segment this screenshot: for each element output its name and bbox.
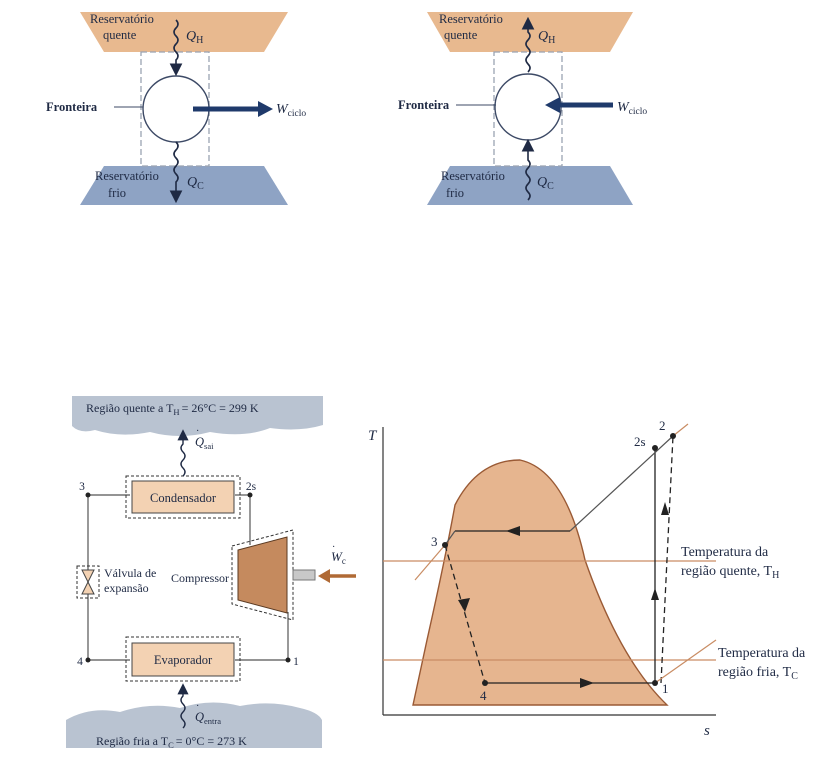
q-out-dot: ·	[196, 426, 199, 437]
y-axis-label: T	[368, 428, 378, 444]
evaporator-boundary	[125, 636, 241, 682]
system-boundary	[493, 51, 563, 167]
hot-reservoir-label-2: quente	[444, 28, 478, 42]
hot-reservoir-label: Reservatório	[90, 12, 154, 26]
valve-label: Válvula de	[104, 566, 156, 580]
state-2-point	[670, 433, 676, 439]
state-2s-label: 2s	[634, 434, 646, 449]
actual-1-2	[660, 435, 674, 684]
throttling-line	[444, 544, 486, 684]
work-arrow-head	[258, 101, 273, 117]
state-1-point	[285, 657, 291, 663]
desuperheat-line	[569, 435, 674, 532]
state-3-point	[442, 542, 448, 548]
qc-label: QC	[537, 175, 554, 192]
arrow-condensation	[506, 526, 520, 536]
state-3-label: 3	[431, 534, 438, 549]
qh-arrow	[169, 19, 183, 77]
state-3-point	[85, 492, 91, 498]
hot-temp-label: Temperatura da	[681, 545, 769, 560]
state-4-label: 4	[480, 688, 487, 703]
arrow-evaporation	[580, 678, 594, 688]
cold-temp-label: Temperatura da	[718, 646, 806, 661]
valve-label-2: expansão	[104, 581, 149, 595]
compressor-label: Compressor	[171, 571, 229, 585]
state-1-label: 1	[293, 656, 299, 668]
work-label: Wciclo	[276, 102, 306, 119]
hot-temp-label-2: região quente, TH	[681, 564, 779, 581]
state-2s-label: 2s	[246, 481, 257, 493]
arrow-throttling	[458, 598, 470, 612]
cold-reservoir	[80, 166, 288, 205]
cold-region	[66, 702, 322, 748]
expansion-valve	[81, 569, 95, 595]
state-4-point	[482, 680, 488, 686]
hot-isotherm-tail	[414, 544, 446, 581]
condenser-label: Condensador	[150, 491, 217, 505]
cold-region-label: Região fria a TC= 0°C = 273 K	[96, 734, 247, 750]
cold-reservoir-label-2: frio	[446, 186, 464, 200]
hot-reservoir	[80, 12, 288, 52]
qh-arrow	[521, 16, 535, 73]
wc-arrow-head	[318, 569, 330, 583]
cold-isotherm-tail	[654, 639, 717, 684]
work-arrow-head	[545, 97, 560, 113]
hot-region-label: Região quente a TH= 26°C = 299 K	[86, 401, 259, 417]
refrigeration-schematic: Região quente a TH= 26°C = 299 K Região …	[66, 396, 356, 750]
q-in-dot: ·	[196, 701, 199, 712]
q-in-arrow	[177, 683, 189, 729]
wc-label: Wc	[331, 549, 346, 566]
ts-diagram: T s 1 2 2s 3 4 Temperatura da regi	[368, 418, 806, 739]
cold-temp-label-2: região fria, TC	[718, 665, 798, 682]
q-out-arrow	[177, 429, 189, 477]
hot-reservoir	[427, 12, 633, 52]
boundary-label: Fronteira	[46, 100, 98, 114]
hot-region	[72, 396, 323, 436]
heat-engine-diagram: Reservatório quente QH Reservatório frio…	[36, 2, 318, 216]
cold-reservoir	[427, 166, 633, 205]
compressor-shaft	[292, 569, 316, 581]
qh-label: QH	[538, 29, 555, 46]
state-4-point	[85, 657, 91, 663]
boundary-label: Fronteira	[398, 98, 450, 112]
arrow-1-2s	[651, 588, 659, 600]
x-axis-label: s	[704, 723, 710, 739]
cold-reservoir-label: Reservatório	[95, 169, 159, 183]
qh-label: QH	[186, 29, 203, 46]
evaporator-label: Evaporador	[154, 653, 213, 667]
q-in-label: Qentra	[195, 710, 221, 726]
compressor-boundary	[231, 529, 294, 621]
cold-reservoir-label-2: frio	[108, 186, 126, 200]
qc-arrow	[521, 138, 535, 201]
hot-reservoir-label-2: quente	[103, 28, 137, 42]
qc-arrow	[169, 141, 183, 204]
evaporator	[131, 642, 235, 677]
state-3-label: 3	[79, 481, 85, 493]
arrow-1-2	[661, 502, 669, 515]
qc-label: QC	[187, 175, 204, 192]
state-2s-point	[652, 445, 658, 451]
state-4-label: 4	[77, 656, 83, 668]
state-2s-point	[247, 492, 253, 498]
compressor	[237, 536, 288, 614]
state-2-label: 2	[659, 418, 666, 433]
state-1-label: 1	[662, 681, 669, 696]
hot-isotherm-end	[672, 423, 689, 437]
state-1-point	[652, 680, 658, 686]
saturation-dome	[412, 459, 669, 706]
work-label: Wciclo	[617, 100, 647, 117]
condenser	[131, 480, 235, 514]
cold-reservoir-label: Reservatório	[441, 169, 505, 183]
hot-reservoir-label: Reservatório	[439, 12, 503, 26]
wc-dot: ·	[332, 542, 335, 553]
refrigerator-diagram: Reservatório quente QH Reservatório frio…	[369, 2, 702, 216]
q-out-label: Qsai	[195, 435, 214, 451]
valve-boundary	[76, 565, 100, 599]
